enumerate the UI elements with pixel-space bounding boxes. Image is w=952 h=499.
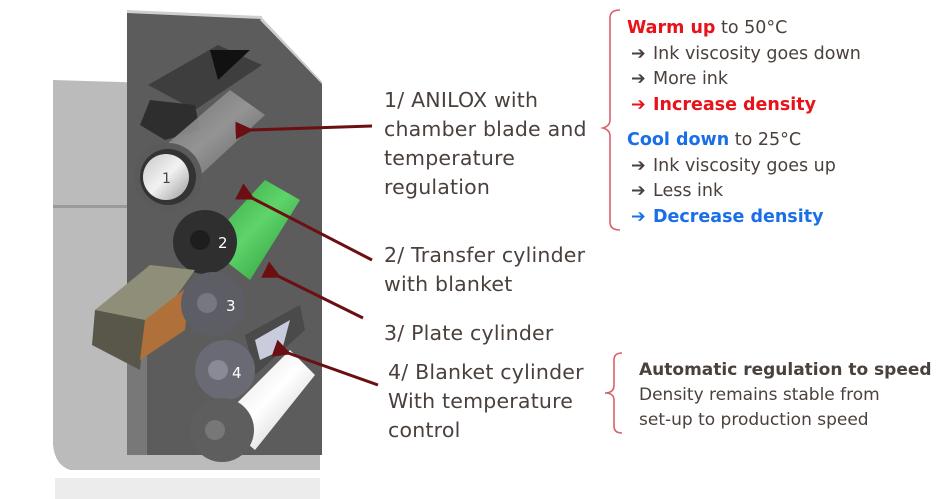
brace-speed [604,352,623,434]
warm-up-heading: Warm up to 50°C [627,18,788,38]
roller-number-1: 1 [162,171,171,187]
plate-cylinder [181,272,245,336]
cool-down-heading: Cool down to 25°C [627,130,802,150]
callout-arrow-blanket [271,339,379,387]
cool-down-panel: Cool down to 25°C ➔Ink viscosity goes up… [627,128,836,230]
callout-arrow-anilox [235,121,373,140]
arrow-right-icon: ➔ [631,206,646,227]
auto-line: Density remains stable from [639,385,880,405]
label-transfer-cylinder: 2/ Transfer cylinder with blanket [384,243,586,296]
cool-item: ➔Ink viscosity goes up [627,154,836,180]
arrow-right-icon: ➔ [631,43,646,64]
auto-line: set-up to production speed [639,410,869,430]
warm-item: ➔Ink viscosity goes down [627,42,861,68]
anilox-roller [134,90,265,211]
roller-number-3: 3 [226,297,236,315]
label-anilox: 1/ ANILOX with chamber blade and tempera… [384,88,587,199]
auto-regulation-panel: Automatic regulation to speed Density re… [639,358,932,433]
arrow-right-icon: ➔ [631,94,646,115]
warm-item: ➔More ink [627,67,861,93]
callout-arrow-plate [261,261,364,320]
cool-item: ➔Less ink [627,179,836,205]
arrow-right-icon: ➔ [631,181,646,201]
label-plate-cylinder: 3/ Plate cylinder [384,321,554,345]
roller-number-2: 2 [218,234,228,252]
roller-number-4: 4 [232,364,242,382]
arrow-right-icon: ➔ [631,69,646,89]
impression-roller [190,350,315,462]
ink-tray [92,265,195,370]
warm-up-panel: Warm up to 50°C ➔Ink viscosity goes down… [627,16,861,118]
callout-arrow-transfer [235,183,373,262]
warm-result: ➔Increase density [627,93,861,119]
transfer-cylinder [173,180,300,280]
label-blanket-cylinder: 4/ Blanket cylinder With temperature con… [388,360,584,442]
cool-result: ➔Decrease density [627,205,836,231]
auto-heading: Automatic regulation to speed [639,360,932,380]
arrow-right-icon: ➔ [631,155,646,176]
brace-temperature [600,9,621,231]
